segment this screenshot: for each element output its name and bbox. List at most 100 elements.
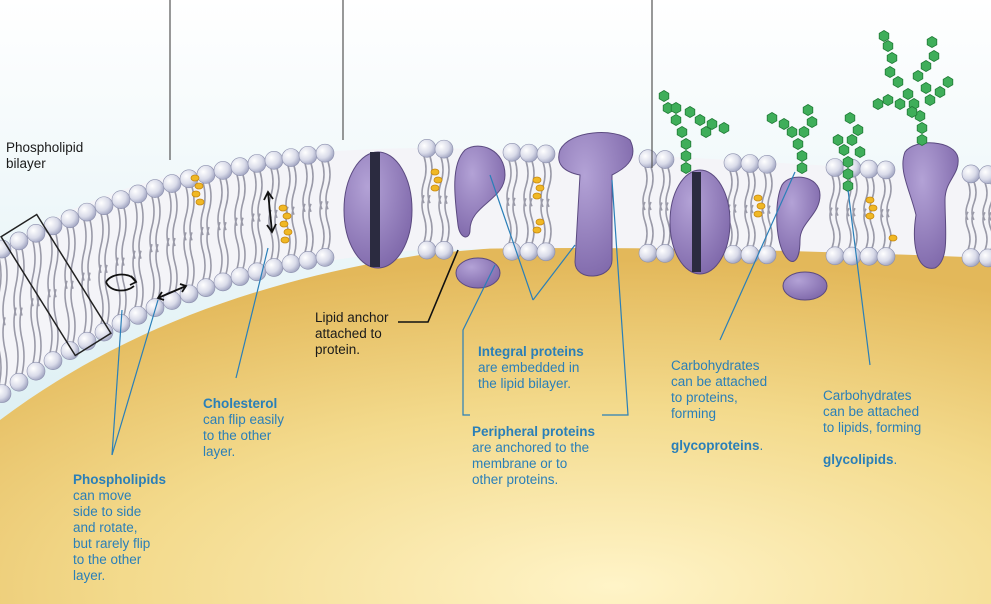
fatty-acid-tail bbox=[257, 171, 263, 222]
phospholipid-head bbox=[0, 384, 12, 403]
fatty-acid-tail bbox=[835, 207, 841, 249]
fatty-acid-tail bbox=[172, 191, 178, 247]
integral-proteins-title: Integral proteins bbox=[478, 344, 584, 359]
fatty-acid-tail bbox=[648, 201, 654, 246]
fatty-acid-tail bbox=[138, 250, 144, 308]
phospholipid-head bbox=[417, 240, 437, 260]
fatty-acid-tail bbox=[189, 232, 195, 287]
phospholipid-head bbox=[876, 247, 896, 266]
phospholipid-head bbox=[740, 245, 760, 264]
phospholipid-head bbox=[417, 139, 437, 158]
fatty-acid-tail bbox=[2, 256, 8, 326]
lateral-arrow bbox=[156, 283, 188, 301]
sugar-unit bbox=[934, 86, 946, 98]
phospholipid-head bbox=[298, 145, 318, 165]
sugar-unit bbox=[844, 112, 856, 124]
peripheral-protein bbox=[782, 271, 828, 301]
fatty-acid-tail bbox=[240, 217, 246, 269]
fatty-acid-tail bbox=[53, 233, 59, 298]
integral-protein bbox=[454, 145, 506, 238]
phospholipid-head bbox=[434, 139, 454, 159]
phospholipid-head bbox=[723, 153, 743, 173]
sugar-unit bbox=[798, 126, 810, 138]
fatty-acid-tail bbox=[523, 197, 529, 244]
phospholipid-head bbox=[859, 246, 879, 266]
sugar-unit bbox=[920, 82, 932, 94]
fatty-acid-tail bbox=[852, 207, 858, 249]
phospholipids-title: Phospholipids bbox=[73, 472, 166, 487]
phospholipid-head bbox=[502, 143, 522, 162]
peripheral-proteins-label: Peripheral proteins are anchored to the … bbox=[472, 408, 595, 504]
flip-arrow bbox=[263, 190, 277, 234]
fatty-acid-tail bbox=[863, 208, 869, 249]
phospholipid-head bbox=[230, 157, 250, 177]
sugar-unit bbox=[670, 114, 682, 126]
phospholipid-head bbox=[315, 248, 335, 267]
fatty-acid-tail bbox=[325, 200, 331, 250]
sugar-unit bbox=[886, 52, 898, 64]
lipid-anchor-line bbox=[398, 249, 459, 323]
sugar-unit bbox=[838, 144, 850, 156]
peripheral-proteins-description: are anchored to the membrane or to other… bbox=[472, 440, 590, 487]
fatty-acid-tail bbox=[750, 204, 756, 247]
fatty-acid-tail bbox=[251, 171, 257, 222]
phospholipid-box bbox=[0, 213, 112, 357]
glycoproteins-period: . bbox=[759, 438, 764, 453]
glycoproteins-term: glycoproteins bbox=[671, 438, 760, 453]
fatty-acid-tail bbox=[81, 272, 87, 334]
fatty-acid-tail bbox=[121, 207, 127, 266]
phospholipid-head bbox=[43, 351, 63, 371]
fatty-acid-tail bbox=[19, 307, 25, 375]
fatty-acid-tail bbox=[183, 186, 189, 241]
fatty-acid-tail bbox=[104, 264, 110, 325]
fatty-acid-tail bbox=[149, 196, 155, 253]
phospholipid-head bbox=[519, 242, 539, 261]
fatty-acid-tail bbox=[98, 213, 104, 274]
fatty-acid-tail bbox=[268, 209, 274, 260]
fatty-acid-tail bbox=[427, 194, 433, 243]
phospholipid-head bbox=[315, 143, 335, 163]
fatty-acid-tail bbox=[115, 257, 121, 316]
fatty-acid-tail bbox=[30, 298, 36, 364]
sugar-unit bbox=[942, 76, 954, 88]
fatty-acid-tail bbox=[13, 248, 19, 316]
sugar-unit bbox=[894, 98, 906, 110]
sugar-unit bbox=[906, 106, 918, 118]
sugar-unit bbox=[658, 90, 670, 102]
fatty-acid-tail bbox=[886, 208, 892, 249]
phospholipid-head bbox=[77, 202, 97, 222]
fatty-acid-tail bbox=[240, 174, 246, 226]
fatty-acid-tail bbox=[546, 198, 552, 245]
fatty-acid-tail bbox=[64, 226, 70, 290]
cholesterol-description: can flip easily to the other layer. bbox=[203, 412, 285, 459]
membrane-band bbox=[0, 148, 991, 395]
fatty-acid-tail bbox=[13, 307, 19, 375]
glycolipids-term: glycolipids bbox=[823, 452, 894, 467]
fatty-acid-tail bbox=[64, 280, 70, 343]
sugar-unit bbox=[842, 156, 854, 168]
fatty-acid-tail bbox=[223, 221, 229, 275]
sugar-unit bbox=[882, 40, 894, 52]
sugar-unit bbox=[680, 138, 692, 150]
fatty-acid-tail bbox=[115, 207, 121, 266]
phospholipid-head bbox=[434, 241, 454, 260]
fatty-acid-tail bbox=[70, 280, 76, 343]
phospholipid-head bbox=[859, 159, 879, 179]
fatty-acid-tail bbox=[291, 206, 297, 256]
phospholipid-head bbox=[842, 246, 862, 266]
integral-proteins-label: Integral proteins are embedded in the li… bbox=[478, 328, 584, 408]
sugar-unit bbox=[920, 60, 932, 72]
sugar-unit bbox=[700, 126, 712, 138]
phospholipid-head bbox=[978, 248, 991, 268]
sugar-unit bbox=[846, 134, 858, 146]
fatty-acid-tail bbox=[659, 202, 665, 246]
fatty-acid-tail bbox=[206, 182, 212, 236]
sugar-unit bbox=[902, 88, 914, 100]
phospholipid-head bbox=[26, 361, 46, 381]
sugar-unit bbox=[792, 138, 804, 150]
integral-proteins-description: are embedded in the lipid bilayer. bbox=[478, 360, 580, 391]
sugar-unit bbox=[778, 118, 790, 130]
phospholipid-head bbox=[145, 298, 165, 318]
phospholipids-label: Phospholipids can move side to side and … bbox=[73, 456, 166, 600]
fatty-acid-tail bbox=[155, 196, 161, 253]
